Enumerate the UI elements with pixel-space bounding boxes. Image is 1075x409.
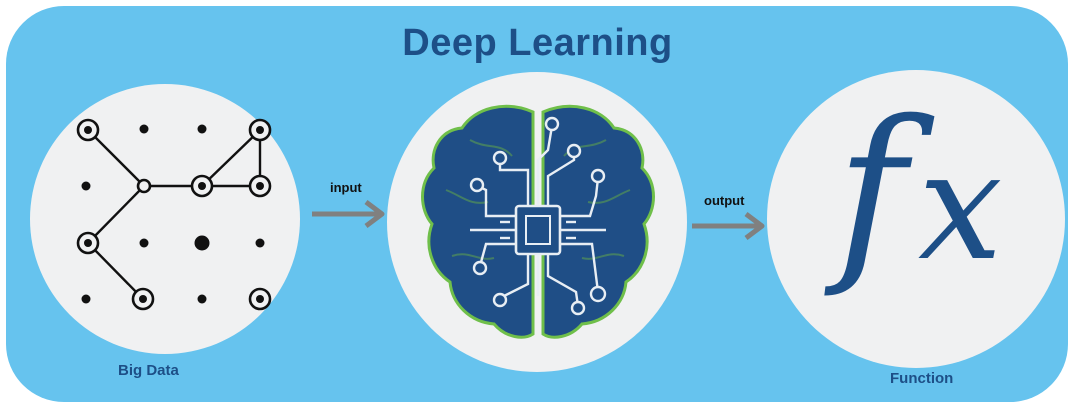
diagram-title: Deep Learning xyxy=(402,22,673,64)
big-data-label: Big Data xyxy=(118,362,179,379)
input-label: input xyxy=(330,180,362,195)
output-label: output xyxy=(704,193,745,208)
function-symbol-f: f xyxy=(836,80,907,301)
function-label: Function xyxy=(890,370,954,387)
function-node xyxy=(767,70,1065,368)
function-symbol: f x xyxy=(822,88,1022,308)
function-symbol-x: x xyxy=(918,120,1003,294)
